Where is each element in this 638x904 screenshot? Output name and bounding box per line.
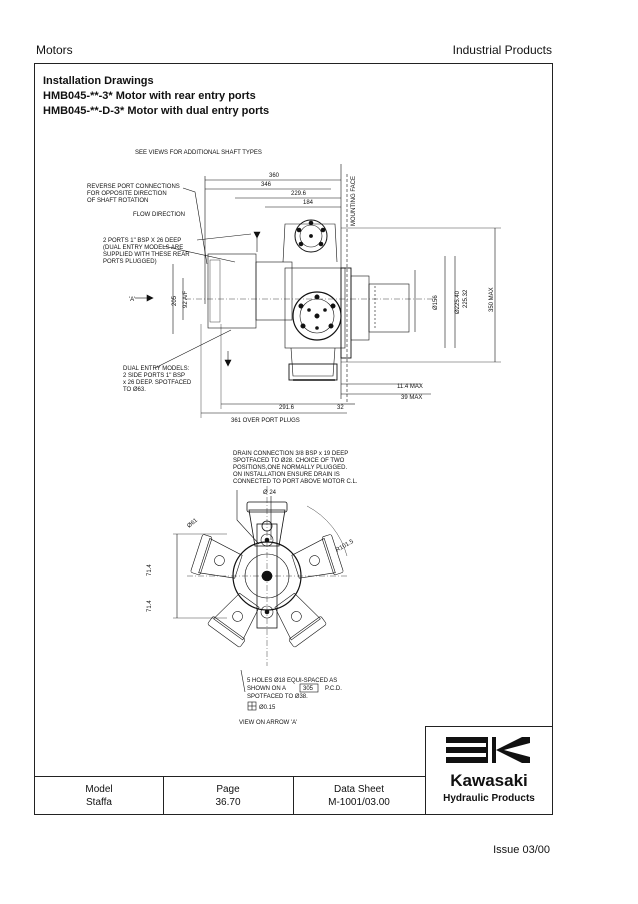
note-flow-direction: FLOW DIRECTION (133, 212, 185, 218)
title-cell-data-sheet: Data Sheet M-1001/03.00 (293, 777, 425, 815)
installation-drawing: SEE VIEWS FOR ADDITIONAL SHAFT TYPES REV… (87, 150, 501, 726)
dim-225-40: Ø225.40 (455, 290, 461, 314)
note-holes-line3: SPOTFACED TO Ø38. (247, 694, 308, 700)
dim-71-4-lower: 71.4 (147, 600, 153, 612)
dim-361-over-port-plugs: 361 OVER PORT PLUGS (231, 418, 300, 424)
note-ports-line3: SUPPLIED WITH THESE REAR (103, 252, 190, 258)
note-holes-line2a: SHOWN ON A (247, 686, 286, 692)
model-title-dual-entry: HMB045-**-D-3* Motor with dual entry por… (43, 105, 270, 117)
note-holes-line2b: P.C.D. (325, 686, 342, 692)
note-dual-line2: 2 SIDE PORTS 1" BSP (123, 373, 185, 379)
note-drain-line4: ON INSTALLATION ENSURE DRAIN IS (233, 472, 340, 478)
dim-205: 205 (172, 295, 178, 306)
dim-350-max: 350 MAX (489, 287, 495, 312)
note-view-on-arrow: VIEW ON ARROW 'A' (239, 720, 297, 726)
model-label: Model (85, 784, 113, 795)
note-drain-line3: POSITIONS,ONE NORMALLY PLUGGED. (233, 465, 347, 471)
logo-tagline: Hydraulic Products (443, 793, 535, 804)
section-title: Installation Drawings (43, 75, 154, 87)
dim-92-af: 92 A/F (183, 290, 189, 308)
dim-r101-5: R101.5 (335, 539, 355, 554)
dim-291-6: 291.6 (279, 405, 295, 411)
note-reverse-line2: FOR OPPOSITE DIRECTION (87, 191, 167, 197)
dim-360: 360 (269, 173, 280, 179)
note-drain-line5: CONNECTED TO PORT ABOVE MOTOR C.L. (233, 479, 358, 485)
note-ports-line4: PORTS PLUGGED) (103, 259, 157, 265)
kawasaki-k-logo-icon (446, 735, 530, 765)
dim-229-6: 229.6 (291, 191, 307, 197)
note-dual-line4: TO Ø63. (123, 387, 146, 393)
note-holes-pcd-value: 305 (303, 686, 314, 692)
dim-39-max: 39 MAX (401, 395, 422, 401)
note-ports-line1: 2 PORTS 1" BSP X 26 DEEP (103, 238, 181, 244)
header-section-right: Industrial Products (452, 43, 552, 57)
header-section-left: Motors (36, 43, 73, 57)
model-title-rear-entry: HMB045-**-3* Motor with rear entry ports (43, 90, 256, 102)
note-drain-line2: SPOTFACED TO Ø28. CHOICE OF TWO (233, 458, 345, 464)
title-cell-page: Page 36.70 (163, 777, 293, 815)
note-see-views: SEE VIEWS FOR ADDITIONAL SHAFT TYPES (135, 150, 262, 156)
dim-11-4-max: 11.4 MAX (397, 384, 423, 390)
note-dual-line3: x 26 DEEP. SPOTFACED (123, 380, 192, 386)
dim-184: 184 (303, 200, 314, 206)
page-label: Page (216, 784, 240, 795)
note-holes-line1: 5 HOLES Ø18 EQUI-SPACED AS (247, 678, 337, 684)
issue-label: Issue 03/00 (493, 844, 550, 856)
page-value: 36.70 (215, 797, 241, 808)
note-ports-line2: (DUAL ENTRY MODELS ARE (103, 245, 183, 251)
note-reverse-line3: OF SHAFT ROTATION (87, 198, 148, 204)
dim-71-4-upper: 71.4 (147, 564, 153, 576)
title-cell-model: Model Staffa (35, 777, 163, 815)
note-dual-line1: DUAL ENTRY MODELS: (123, 366, 190, 372)
logo-brand: Kawasaki (450, 771, 528, 790)
note-reverse-line1: REVERSE PORT CONNECTIONS (87, 184, 180, 190)
drawing-titles: Installation Drawings HMB045-**-3* Motor… (43, 74, 269, 119)
dim-dia-61: Ø61 (186, 517, 199, 529)
model-value: Staffa (86, 797, 112, 808)
dim-156: Ø156 (433, 295, 439, 310)
title-block: Model Staffa Page 36.70 Data Sheet M-100… (35, 776, 552, 815)
data-sheet-label: Data Sheet (333, 784, 385, 795)
mounting-face-label: MOUNTING FACE (351, 176, 357, 226)
drawing-sheet: Installation Drawings HMB045-**-3* Motor… (34, 63, 553, 815)
dim-32: 32 (337, 405, 344, 411)
arrow-a-label: 'A' (129, 297, 135, 303)
dim-346: 346 (261, 182, 272, 188)
data-sheet-value: M-1001/03.00 (328, 797, 390, 808)
note-drain-line1: DRAIN CONNECTION 3/8 BSP x 19 DEEP (233, 451, 348, 457)
position-tolerance: Ø0.15 (259, 705, 276, 711)
dim-225-32: 225.32 (463, 289, 469, 308)
dim-dia-24: Ø 24 (263, 490, 277, 496)
kawasaki-logo-box: Kawasaki Hydraulic Products (425, 726, 552, 814)
